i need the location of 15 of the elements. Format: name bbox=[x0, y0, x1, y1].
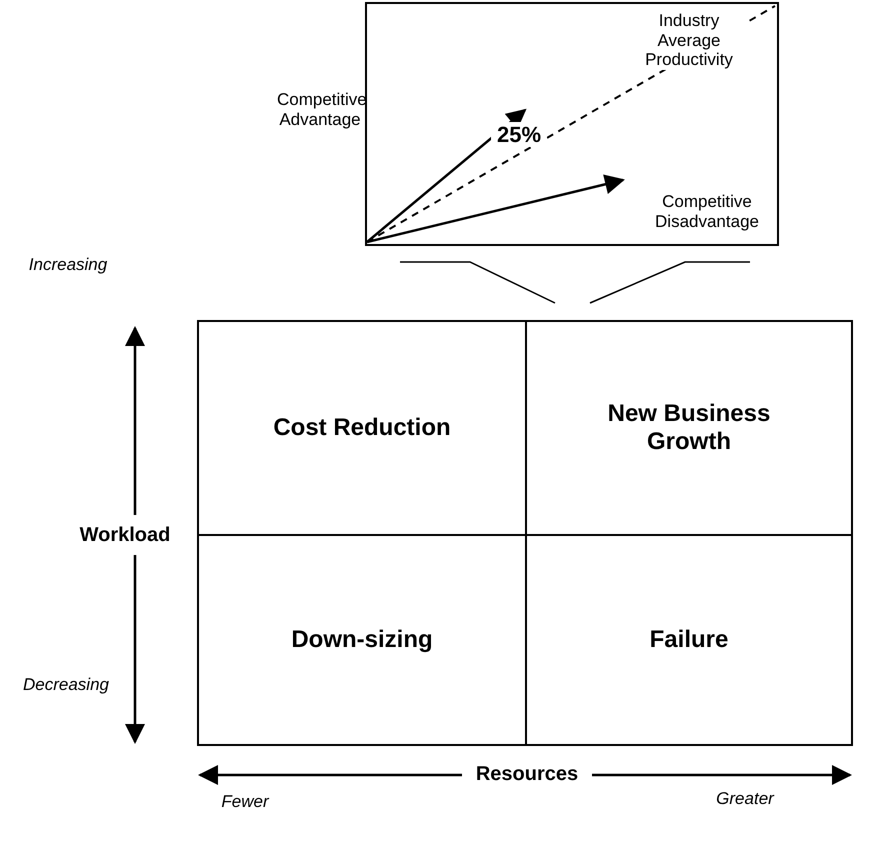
quadrant-cell bbox=[525, 320, 853, 536]
quadrant-label: Failure bbox=[650, 626, 728, 654]
axis-label: Decreasing bbox=[22, 675, 110, 695]
percentage-label: 25% bbox=[491, 122, 547, 148]
quadrant-cell bbox=[525, 534, 853, 746]
axis-label: Fewer bbox=[220, 792, 270, 812]
axis-label: Greater bbox=[715, 789, 776, 809]
axis-label: Increasing bbox=[28, 255, 108, 275]
quadrant-cell bbox=[197, 320, 527, 536]
quadrant-label: Cost Reduction bbox=[273, 414, 451, 442]
label: Competitive Advantage bbox=[277, 90, 363, 130]
quadrant-label: Down-sizing bbox=[291, 626, 433, 654]
quadrant-label: New Business Growth bbox=[606, 400, 772, 456]
quadrant-cell bbox=[197, 534, 527, 746]
axis-title: Resources bbox=[474, 763, 580, 786]
